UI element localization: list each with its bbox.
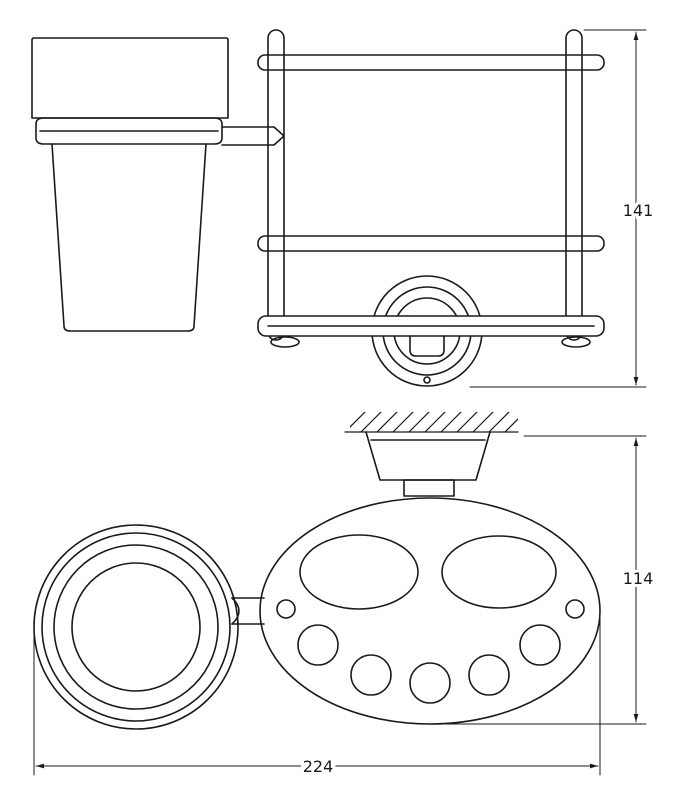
dimension-114 (439, 435, 647, 725)
cup-ring-top (33, 524, 265, 730)
top-view (33, 412, 601, 730)
screw-hole-left (276, 599, 296, 619)
dimension-label-141: 141 (623, 201, 654, 220)
brush-hole-5 (519, 624, 561, 666)
cup-holder-arm (221, 126, 285, 146)
left-foot (270, 336, 300, 348)
brush-hole-4 (468, 654, 510, 696)
wall-mount-top (365, 431, 491, 497)
tumbler-hole-left (299, 534, 419, 610)
mount-bracket (409, 335, 445, 357)
glass-cup (31, 37, 229, 332)
left-post (267, 29, 285, 341)
right-foot (561, 336, 591, 348)
brush-hole-2 (350, 654, 392, 696)
rack-frame (257, 29, 605, 387)
wall-hatching (344, 412, 519, 433)
front-view (31, 29, 605, 387)
right-post (565, 29, 583, 341)
toothbrush-tray-top (259, 497, 601, 725)
middle-rail (257, 235, 605, 252)
tumbler-hole-right (441, 535, 557, 609)
top-rail (257, 54, 605, 71)
brush-hole-1 (297, 624, 339, 666)
brush-hole-3 (409, 662, 451, 704)
dimension-224 (33, 610, 601, 776)
dimension-label-224: 224 (303, 757, 334, 776)
screw-hole-right (565, 599, 585, 619)
dimension-label-114: 114 (623, 569, 654, 588)
dimension-141 (469, 29, 647, 388)
set-screw (423, 376, 431, 384)
